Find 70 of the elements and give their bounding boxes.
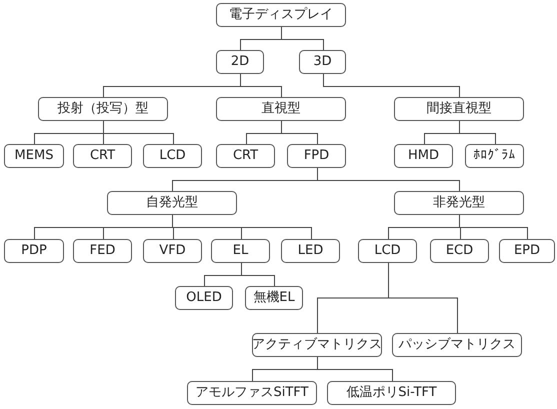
node-label: ECD — [446, 243, 474, 259]
connector-line — [281, 26, 324, 50]
node-label: PDP — [21, 243, 47, 259]
tree-node — [143, 239, 202, 263]
node-label: 自発光型 — [146, 195, 198, 211]
tree-node — [430, 239, 489, 263]
connector-line — [323, 74, 460, 98]
node-label: FPD — [304, 148, 330, 164]
connector-line — [240, 74, 282, 98]
connector-line — [241, 262, 275, 286]
tree-node — [499, 239, 555, 263]
node-label: 電子ディスプレイ — [229, 7, 333, 23]
node-label: 3D — [313, 54, 332, 70]
node-label: HMD — [408, 148, 439, 164]
tree-node — [216, 144, 275, 168]
tree-node — [107, 191, 237, 215]
connector-line — [281, 120, 318, 144]
node-label: 低温ポリSi-TFT — [346, 385, 437, 401]
tree-node — [358, 239, 417, 263]
tree-node — [394, 191, 524, 215]
connector-line — [172, 214, 312, 240]
tree-node — [287, 144, 346, 168]
node-label: LED — [298, 243, 324, 259]
tree-node — [216, 97, 346, 121]
tree-node — [4, 144, 64, 168]
connector-line — [317, 356, 393, 382]
node-label: 投射（投写）型 — [58, 101, 148, 117]
node-label: OLED — [186, 290, 222, 306]
node-label: MEMS — [14, 148, 54, 164]
tree-node — [216, 3, 346, 27]
connector-line — [459, 120, 496, 144]
tree-node — [465, 144, 524, 168]
node-label: ﾎﾛｸﾞﾗﾑ — [474, 148, 516, 164]
tree-node — [216, 50, 264, 74]
node-label: アクティブマトリクス — [252, 337, 382, 353]
connector-line — [103, 120, 174, 144]
tree-node — [187, 381, 317, 405]
node-label: LCD — [374, 243, 401, 259]
node-label: FED — [90, 243, 116, 259]
connector-line — [317, 168, 460, 192]
node-label: VFD — [159, 243, 186, 259]
tree-node — [211, 239, 270, 263]
tree-node — [73, 239, 132, 263]
node-label: 2D — [230, 54, 250, 70]
node-label: 非発光型 — [433, 195, 485, 211]
tree-node — [281, 239, 340, 263]
tree-node — [175, 286, 233, 310]
node-label: パッシブマトリクス — [398, 337, 516, 353]
tree-node — [299, 50, 346, 74]
node-label: アモルファスSiTFT — [196, 385, 308, 401]
tree-node — [73, 144, 132, 168]
node-label: 無機EL — [253, 290, 295, 306]
tree-node — [245, 286, 303, 310]
tree-node — [38, 97, 168, 121]
node-label: EL — [232, 243, 248, 259]
connector-line — [388, 262, 458, 334]
tree-node — [252, 333, 382, 357]
node-label: CRT — [90, 148, 116, 164]
tree-node — [394, 97, 524, 121]
tree-node — [327, 381, 456, 405]
tree-node — [4, 239, 64, 263]
node-label: 直視型 — [262, 101, 300, 117]
connector-line — [459, 214, 528, 240]
tree-node — [392, 333, 522, 357]
node-label: EPD — [514, 243, 540, 259]
node-label: 間接直視型 — [426, 101, 492, 117]
tree-node — [394, 144, 453, 168]
tree-node — [143, 144, 202, 168]
node-label: CRT — [232, 148, 258, 164]
node-label: LCD — [159, 148, 186, 164]
